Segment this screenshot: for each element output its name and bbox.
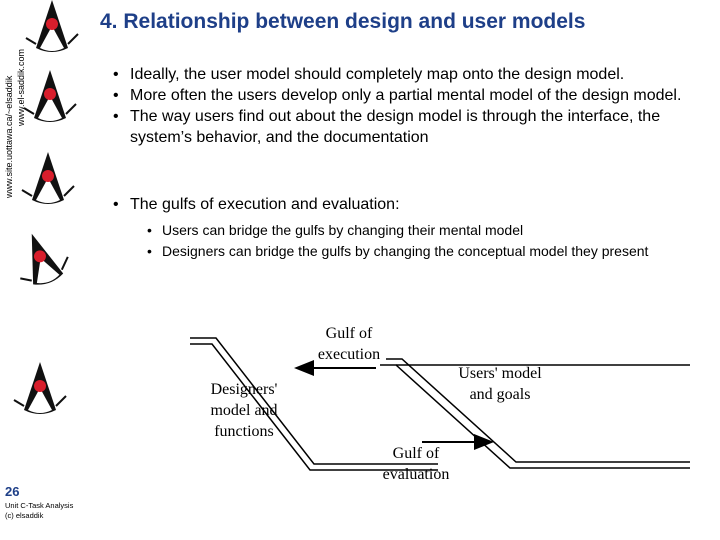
sub-bullet-item: Designers can bridge the gulfs by changi…	[146, 241, 706, 262]
sub-bullet-list: Users can bridge the gulfs by changing t…	[146, 220, 706, 262]
site-url: www.el-saddik.com	[16, 48, 26, 126]
bullet-item: More often the users develop only a part…	[112, 85, 712, 106]
mascot-column	[6, 0, 79, 415]
users-shape-outline	[386, 358, 690, 463]
gulf-of-evaluation-label: Gulf of evaluation	[382, 445, 450, 483]
duke-mascot-icon	[23, 69, 77, 123]
execution-arrowhead	[294, 360, 314, 376]
duke-mascot-icon	[13, 361, 67, 415]
bullet-item: The way users find out about the design …	[112, 106, 712, 148]
users-shape-outline	[380, 364, 690, 469]
designers-shape-outline	[190, 343, 438, 471]
sub-bullet-item: Users can bridge the gulfs by changing t…	[146, 220, 706, 241]
slide-footer: Unit C-Task Analysis (c) elsaddik	[5, 501, 73, 521]
designers-model-label: Designers' model and functions	[210, 381, 278, 440]
footer-line: (c) elsaddik	[5, 511, 44, 520]
gulf-of-execution-label: Gulf of execution	[317, 325, 381, 363]
bullet-item: The gulfs of execution and evaluation:	[112, 194, 712, 215]
gulfs-bullet-list: The gulfs of execution and evaluation:	[112, 194, 712, 215]
duke-mascot-icon	[21, 151, 75, 205]
bullet-item: Ideally, the user model should completel…	[112, 64, 712, 85]
designers-shape-outline	[190, 337, 438, 465]
evaluation-arrowhead	[474, 434, 494, 450]
footer-line: Unit C-Task Analysis	[5, 501, 74, 510]
gulfs-diagram	[190, 337, 690, 471]
main-bullet-list: Ideally, the user model should completel…	[112, 64, 712, 148]
site-url: www.site.uottawa.ca/~elsaddik	[4, 75, 14, 198]
users-model-label: Users' model and goals	[458, 365, 542, 403]
duke-mascot-icon	[25, 0, 79, 53]
slide-title: 4. Relationship between design and user …	[100, 10, 586, 33]
duke-mascot-icon	[6, 223, 75, 293]
slide-number: 26	[5, 484, 20, 499]
